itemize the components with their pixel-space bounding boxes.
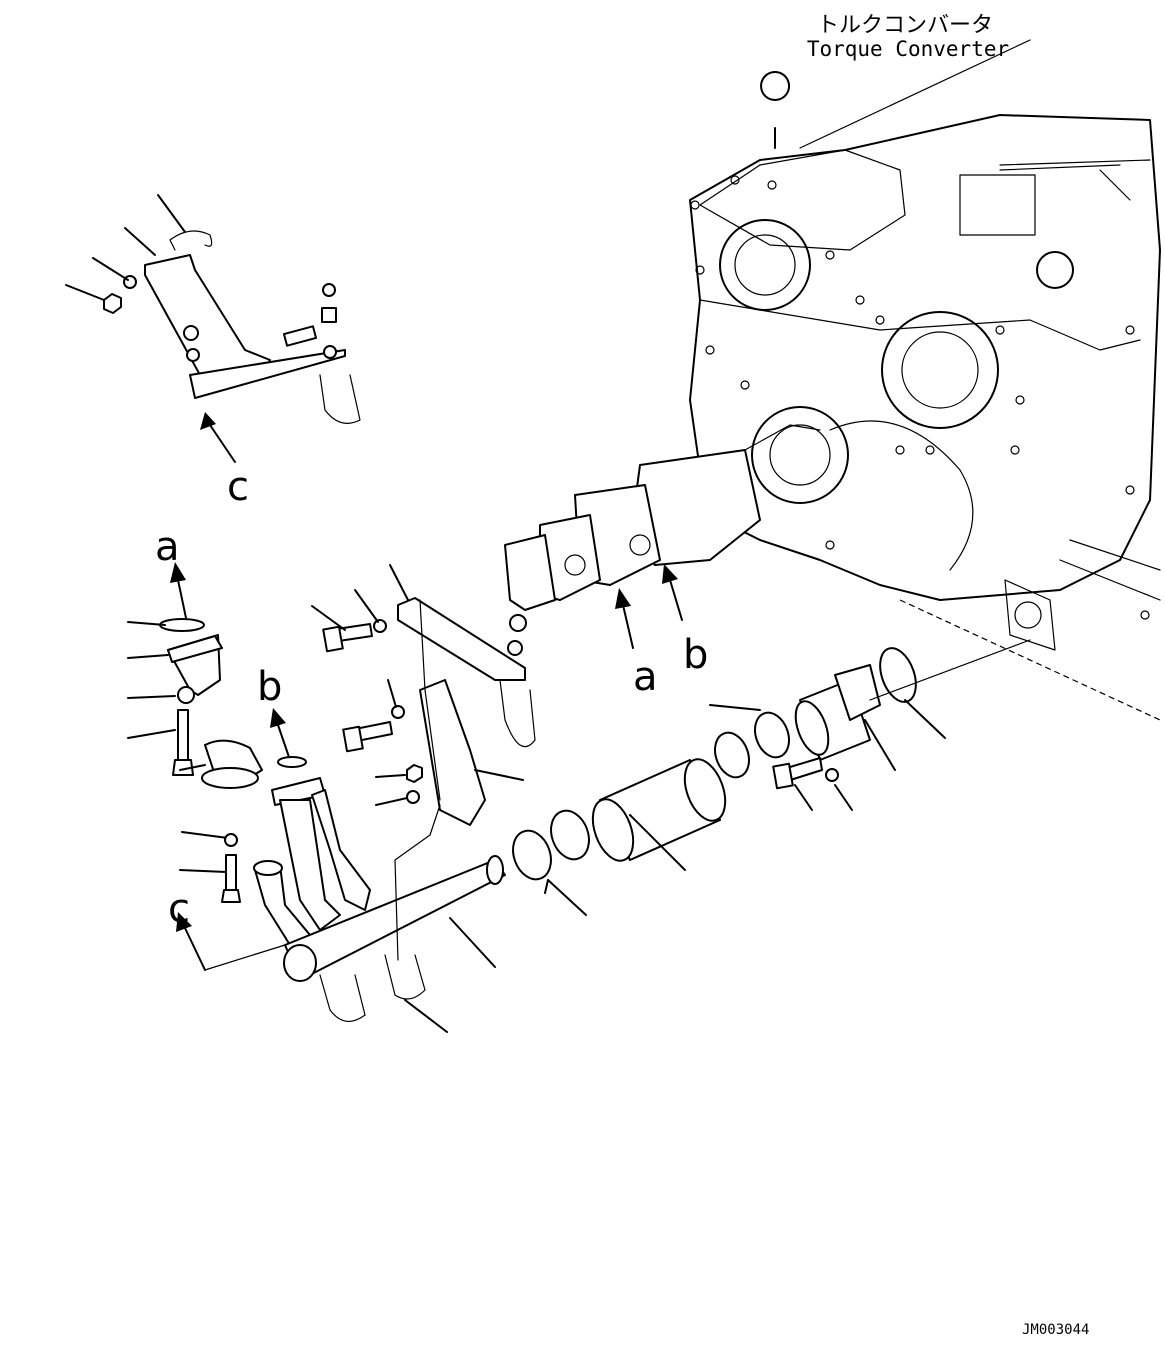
torque-converter-housing xyxy=(689,39,1161,721)
pump-assembly xyxy=(504,424,821,611)
arrow-a-lower xyxy=(615,588,634,649)
label-b-upper: b xyxy=(257,664,282,710)
center-bracket xyxy=(311,564,536,961)
title-english: Torque Converter xyxy=(807,37,1009,61)
title-japanese: トルクコンバータ xyxy=(817,13,993,38)
left-fittings xyxy=(127,618,263,789)
bracket-assembly-c xyxy=(65,194,361,424)
arrow-c-lower xyxy=(176,912,206,971)
label-b-lower: b xyxy=(683,632,708,678)
housing-bolts xyxy=(690,175,1150,620)
label-c-upper: c xyxy=(227,464,249,510)
arrow-b-upper xyxy=(270,708,291,761)
drawing-number: JM003044 xyxy=(1022,1322,1089,1338)
arrow-b-lower xyxy=(662,564,683,621)
hose-and-clamps xyxy=(512,639,1031,916)
y-pipe xyxy=(179,756,506,1033)
label-c-lower: c xyxy=(168,886,190,932)
arrow-a-upper xyxy=(170,562,187,619)
arrow-c-upper xyxy=(200,412,236,463)
label-a-lower: a xyxy=(633,654,658,700)
label-a-upper: a xyxy=(155,524,180,570)
